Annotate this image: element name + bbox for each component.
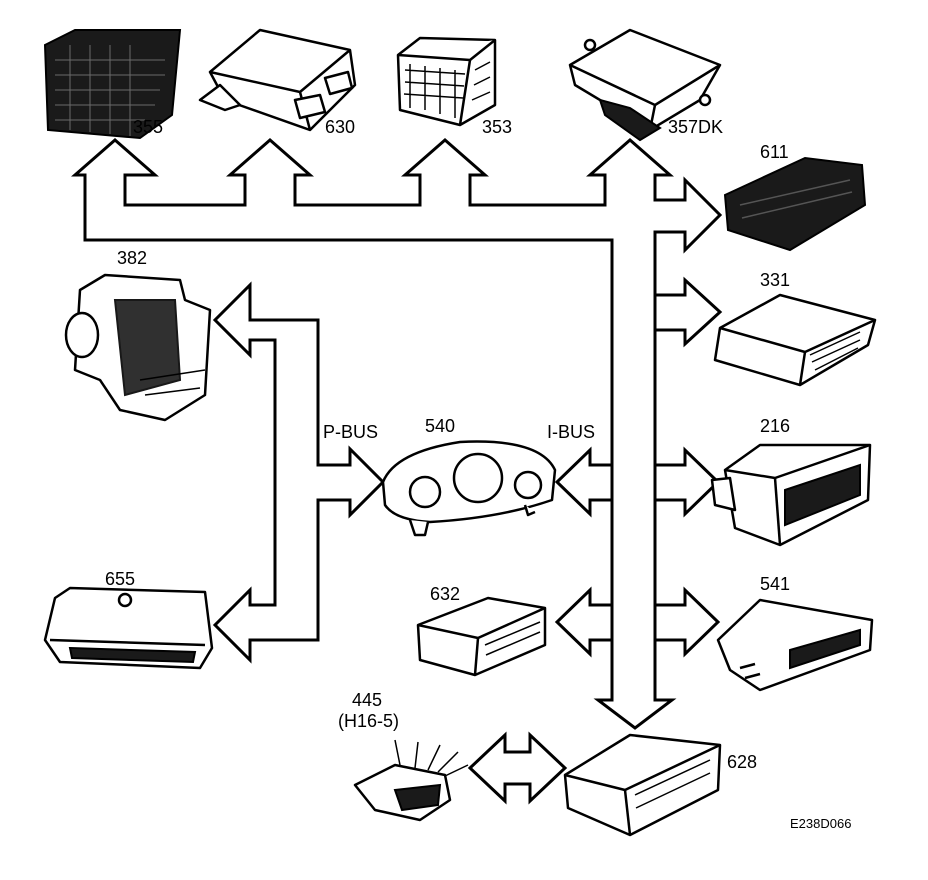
module-353 bbox=[396, 36, 497, 127]
p-bus-arrow bbox=[212, 281, 386, 664]
label-632: 632 bbox=[430, 584, 460, 604]
label-445-sub: (H16-5) bbox=[338, 711, 399, 731]
label-445: 445 bbox=[352, 690, 382, 710]
figure-code: E238D066 bbox=[790, 816, 851, 831]
module-331 bbox=[713, 293, 877, 387]
branch-arrow-541 bbox=[653, 586, 721, 658]
connector-445 bbox=[353, 739, 469, 822]
label-630: 630 bbox=[325, 117, 355, 137]
module-541 bbox=[716, 598, 874, 692]
module-216 bbox=[710, 443, 872, 547]
label-357dk: 357DK bbox=[668, 117, 723, 137]
label-541: 541 bbox=[760, 574, 790, 594]
label-628: 628 bbox=[727, 752, 757, 772]
top-bus-arrow bbox=[71, 138, 723, 730]
module-611 bbox=[723, 156, 867, 252]
module-355 bbox=[43, 29, 182, 140]
branch-arrow-331 bbox=[653, 276, 723, 348]
label-331: 331 bbox=[760, 270, 790, 290]
module-630 bbox=[198, 28, 357, 132]
module-540-instrument-cluster bbox=[381, 440, 557, 537]
arrow-445-628 bbox=[467, 731, 568, 805]
branch-arrow-216 bbox=[653, 446, 721, 518]
module-632 bbox=[416, 596, 547, 677]
branch-arrow-632 bbox=[554, 586, 614, 658]
label-p-bus: P-BUS bbox=[323, 422, 378, 442]
label-353: 353 bbox=[482, 117, 512, 137]
label-355: 355 bbox=[133, 117, 163, 137]
module-357dk bbox=[568, 28, 722, 142]
branch-arrow-540-ibus bbox=[554, 446, 614, 518]
label-655: 655 bbox=[105, 569, 135, 589]
label-382: 382 bbox=[117, 248, 147, 268]
label-i-bus: I-BUS bbox=[547, 422, 595, 442]
module-628 bbox=[563, 733, 722, 837]
label-611: 611 bbox=[760, 142, 789, 162]
label-540: 540 bbox=[425, 416, 455, 436]
label-216: 216 bbox=[760, 416, 790, 436]
module-382 bbox=[64, 273, 212, 422]
module-655 bbox=[43, 586, 214, 670]
